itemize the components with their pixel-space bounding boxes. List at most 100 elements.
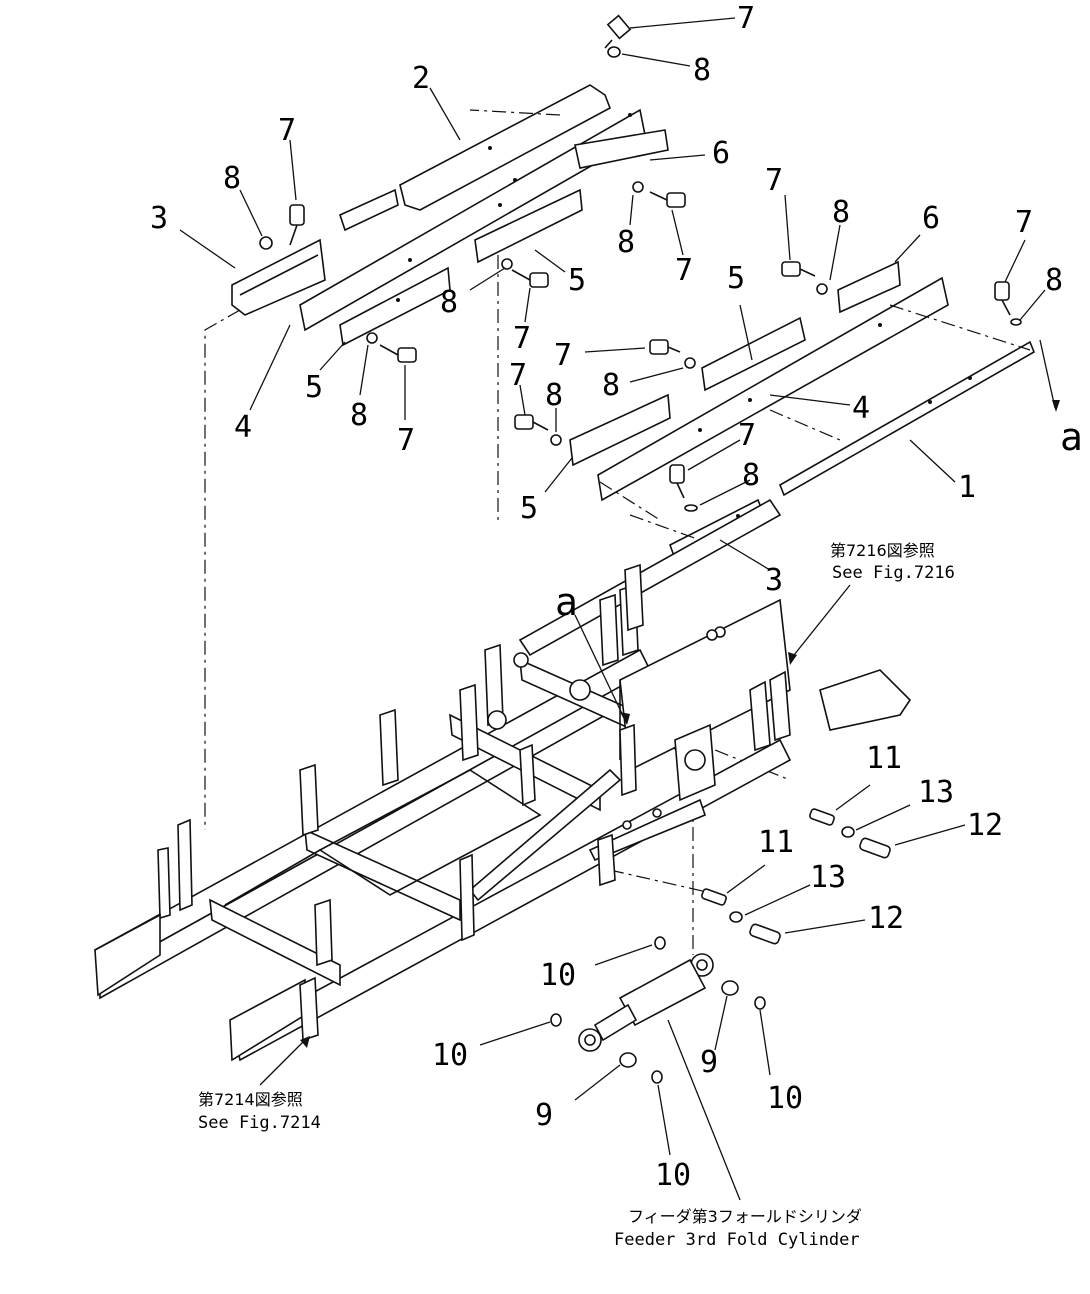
label-3: 3 <box>150 201 168 236</box>
part-5-plate-lower <box>339 266 451 347</box>
label-4: 4 <box>852 391 870 426</box>
label-9: 9 <box>700 1045 718 1080</box>
ring-icon <box>754 996 766 1010</box>
label-13: 13 <box>918 775 954 810</box>
part-4-plate-right <box>597 276 949 502</box>
washer-icon <box>632 181 644 193</box>
part-6-plate-left <box>574 129 669 169</box>
bolt-icon <box>749 923 781 945</box>
washer-icon <box>1010 318 1022 326</box>
cross-member <box>304 828 461 922</box>
part-5-plate-upper <box>474 188 583 264</box>
frame-end-fitting <box>819 669 912 731</box>
cylinder-caption-en: Feeder 3rd Fold Cylinder <box>614 1230 860 1250</box>
part-5-plate-right-lower <box>569 393 671 467</box>
part-6-plate-right <box>837 260 901 314</box>
fig7216-reference-en: See Fig.7216 <box>832 563 955 583</box>
leader-lines <box>179 17 1060 1201</box>
bolt-icon <box>669 464 685 499</box>
washer-icon <box>501 258 513 270</box>
label-7: 7 <box>509 358 527 393</box>
label-2: 2 <box>412 61 430 96</box>
fig7216-reference-jp: 第7216図参照 <box>830 541 935 560</box>
upper-right-cover-group <box>569 260 1036 558</box>
label-5: 5 <box>520 491 538 526</box>
pin-icon <box>809 808 835 826</box>
label-13: 13 <box>810 860 846 895</box>
label-7: 7 <box>765 163 783 198</box>
label-7: 7 <box>278 113 296 148</box>
part-1-strip <box>778 340 1036 497</box>
label-7: 7 <box>1015 205 1033 240</box>
cross-member <box>209 898 341 987</box>
label-8: 8 <box>617 225 635 260</box>
fig7214-reference-en: See Fig.7214 <box>198 1113 321 1133</box>
washer-icon <box>841 826 855 838</box>
bolt-icon <box>994 281 1011 316</box>
ring-icon <box>550 1013 562 1027</box>
label-1: 1 <box>958 470 976 505</box>
label-8: 8 <box>223 161 241 196</box>
bolt-icon <box>511 269 549 288</box>
label-8: 8 <box>545 378 563 413</box>
frame-uprights <box>94 563 912 1042</box>
fold-cylinder <box>578 953 714 1052</box>
washer-icon <box>607 46 621 58</box>
washer-icon <box>816 283 828 295</box>
bolt-icon <box>649 191 686 208</box>
label-10: 10 <box>540 958 576 993</box>
bolt-icon <box>514 414 549 431</box>
frame-end-plate <box>229 978 306 1062</box>
assembly-lines <box>204 109 1031 955</box>
bolt-icon <box>379 344 417 363</box>
bushing-icon <box>619 1052 637 1068</box>
washer-icon <box>684 504 698 512</box>
label-8: 8 <box>440 285 458 320</box>
label-5: 5 <box>305 370 323 405</box>
washer-icon <box>366 332 378 344</box>
washer-icon <box>550 434 562 446</box>
ring-icon <box>651 1070 663 1084</box>
label-a: a <box>1060 415 1083 459</box>
label-12: 12 <box>868 901 904 936</box>
bolt-icon <box>604 14 632 49</box>
label-7: 7 <box>513 321 531 356</box>
part-2-end <box>339 188 399 232</box>
label-a: a <box>555 580 578 624</box>
washer-icon <box>729 911 743 923</box>
label-5: 5 <box>568 263 586 298</box>
label-6: 6 <box>922 201 940 236</box>
upper-left-cover-group <box>231 84 669 347</box>
label-7: 7 <box>397 423 415 458</box>
part-3-bracket-left <box>231 238 326 316</box>
bushing-icon <box>721 980 739 996</box>
washer-icon <box>259 236 273 250</box>
pin-icon <box>701 888 727 906</box>
label-9: 9 <box>535 1098 553 1133</box>
bolt-icon <box>649 339 681 355</box>
label-8: 8 <box>693 53 711 88</box>
main-frame <box>94 498 792 1062</box>
label-6: 6 <box>712 136 730 171</box>
label-11: 11 <box>758 825 794 860</box>
label-8: 8 <box>1045 263 1063 298</box>
label-7: 7 <box>675 253 693 288</box>
bushing-ring-group <box>550 936 766 1084</box>
label-8: 8 <box>602 368 620 403</box>
label-3: 3 <box>765 563 783 598</box>
bolt-icon <box>859 837 891 859</box>
bolt-icon <box>289 204 305 246</box>
washer-icon <box>684 357 696 369</box>
cylinder-caption-jp: フィーダ第3フォールドシリンダ <box>628 1207 862 1226</box>
label-10: 10 <box>767 1081 803 1116</box>
part-2-channel <box>399 84 611 211</box>
label-8: 8 <box>832 195 850 230</box>
label-11: 11 <box>866 741 902 776</box>
bolt-washer-group <box>259 14 1022 512</box>
reference-notes: 第7216図参照 See Fig.7216 第7214図参照 See Fig.7… <box>198 541 955 1250</box>
diagonal-brace <box>468 768 622 902</box>
ring-icon <box>654 936 666 950</box>
label-8: 8 <box>350 398 368 433</box>
